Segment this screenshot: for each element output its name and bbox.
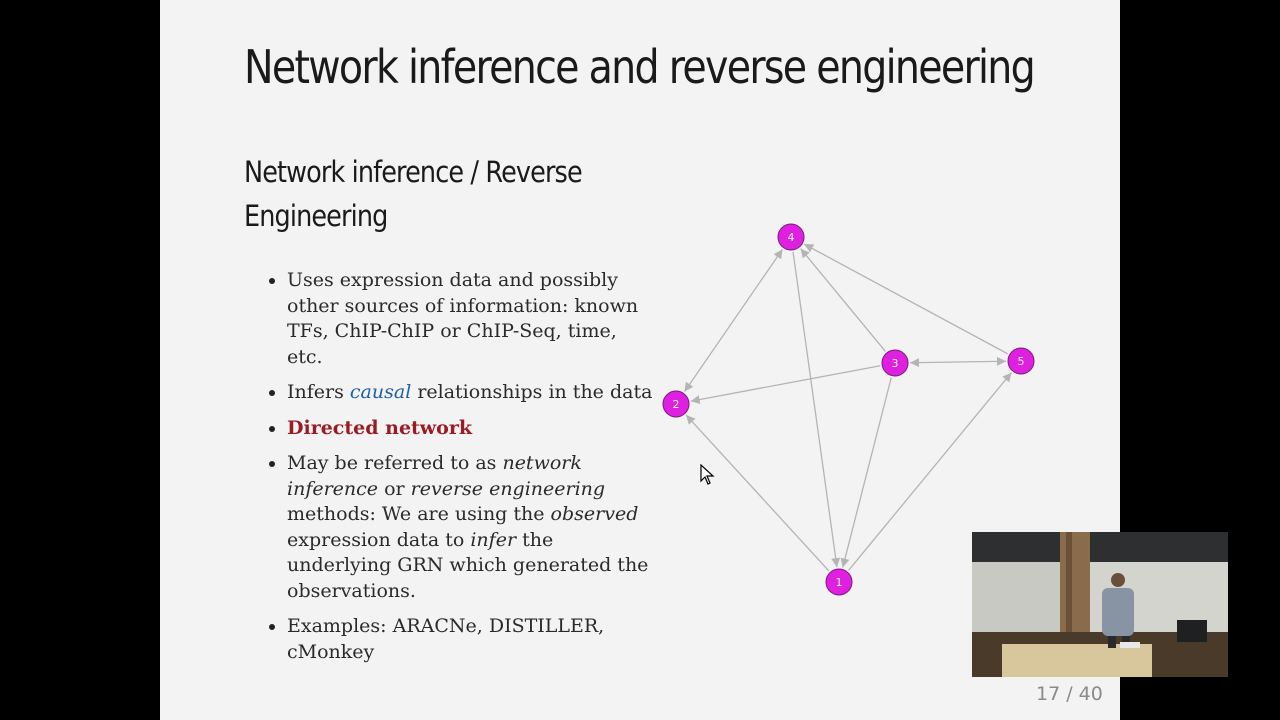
emphasis-causal: causal (349, 381, 412, 403)
bullet-text: Uses expression data and possibly other … (287, 269, 639, 368)
graph-node-3 (881, 349, 909, 377)
graph-edge-3-5 (909, 356, 1007, 368)
page-number: 17 / 40 (1036, 683, 1103, 705)
bullet-item: Uses expression data and possibly other … (287, 268, 657, 370)
graph-edge-1-2 (685, 414, 830, 572)
bullet-text: or (378, 477, 411, 500)
graph-node-label: 3 (892, 357, 899, 370)
graph-node-1 (825, 568, 853, 596)
bullet-text: the underlying GRN which generated the o… (287, 528, 649, 602)
bullet-text: May be referred to as (287, 452, 503, 474)
graph-edge-4-2 (683, 248, 784, 393)
bullet-text: Examples: ARACNe, DISTILLER, cMonkey (287, 615, 605, 663)
emphasis: reverse engineering (410, 477, 606, 500)
graph-edge-4-1 (792, 251, 841, 568)
graph-edge-3-4 (800, 248, 886, 352)
bullet-text: relationships in the data (411, 381, 653, 403)
directed-network-text: Directed network (287, 416, 473, 439)
mouse-cursor-icon (700, 464, 715, 485)
section-title: Network inference / Reverse Engineering (244, 155, 583, 233)
bullet-text: Infers (287, 381, 350, 403)
emphasis: network inference (287, 452, 582, 500)
graph-node-5 (1007, 347, 1035, 375)
graph-edge-5-4 (803, 243, 1009, 355)
bullet-list: Uses expression data and possibly other … (244, 268, 657, 675)
graph-node-label: 2 (673, 398, 680, 411)
emphasis: infer (470, 528, 517, 551)
bullet-item: Examples: ARACNe, DISTILLER, cMonkey (287, 614, 657, 665)
bullet-item: Directed network (287, 416, 657, 442)
presenter-webcam-video (972, 532, 1228, 677)
webcam-frame-image (972, 532, 1228, 677)
slide-title: Network inference and reverse engineerin… (244, 40, 1036, 94)
emphasis: observed (550, 503, 639, 525)
bullet-text: expression data to (287, 528, 471, 551)
graph-edge-1-5 (848, 372, 1012, 571)
graph-node-label: 4 (788, 231, 795, 244)
bullet-item: Infers causal relationships in the data (287, 380, 657, 406)
graph-node-4 (777, 223, 805, 251)
graph-edge-3-2 (690, 365, 881, 405)
bullet-text: methods: We are using the (287, 503, 551, 525)
graph-node-2 (662, 390, 690, 418)
graph-node-label: 5 (1018, 355, 1025, 368)
graph-edge-3-1 (840, 377, 892, 568)
bullet-item: May be referred to as network inference … (287, 451, 657, 604)
graph-node-label: 1 (836, 576, 843, 589)
